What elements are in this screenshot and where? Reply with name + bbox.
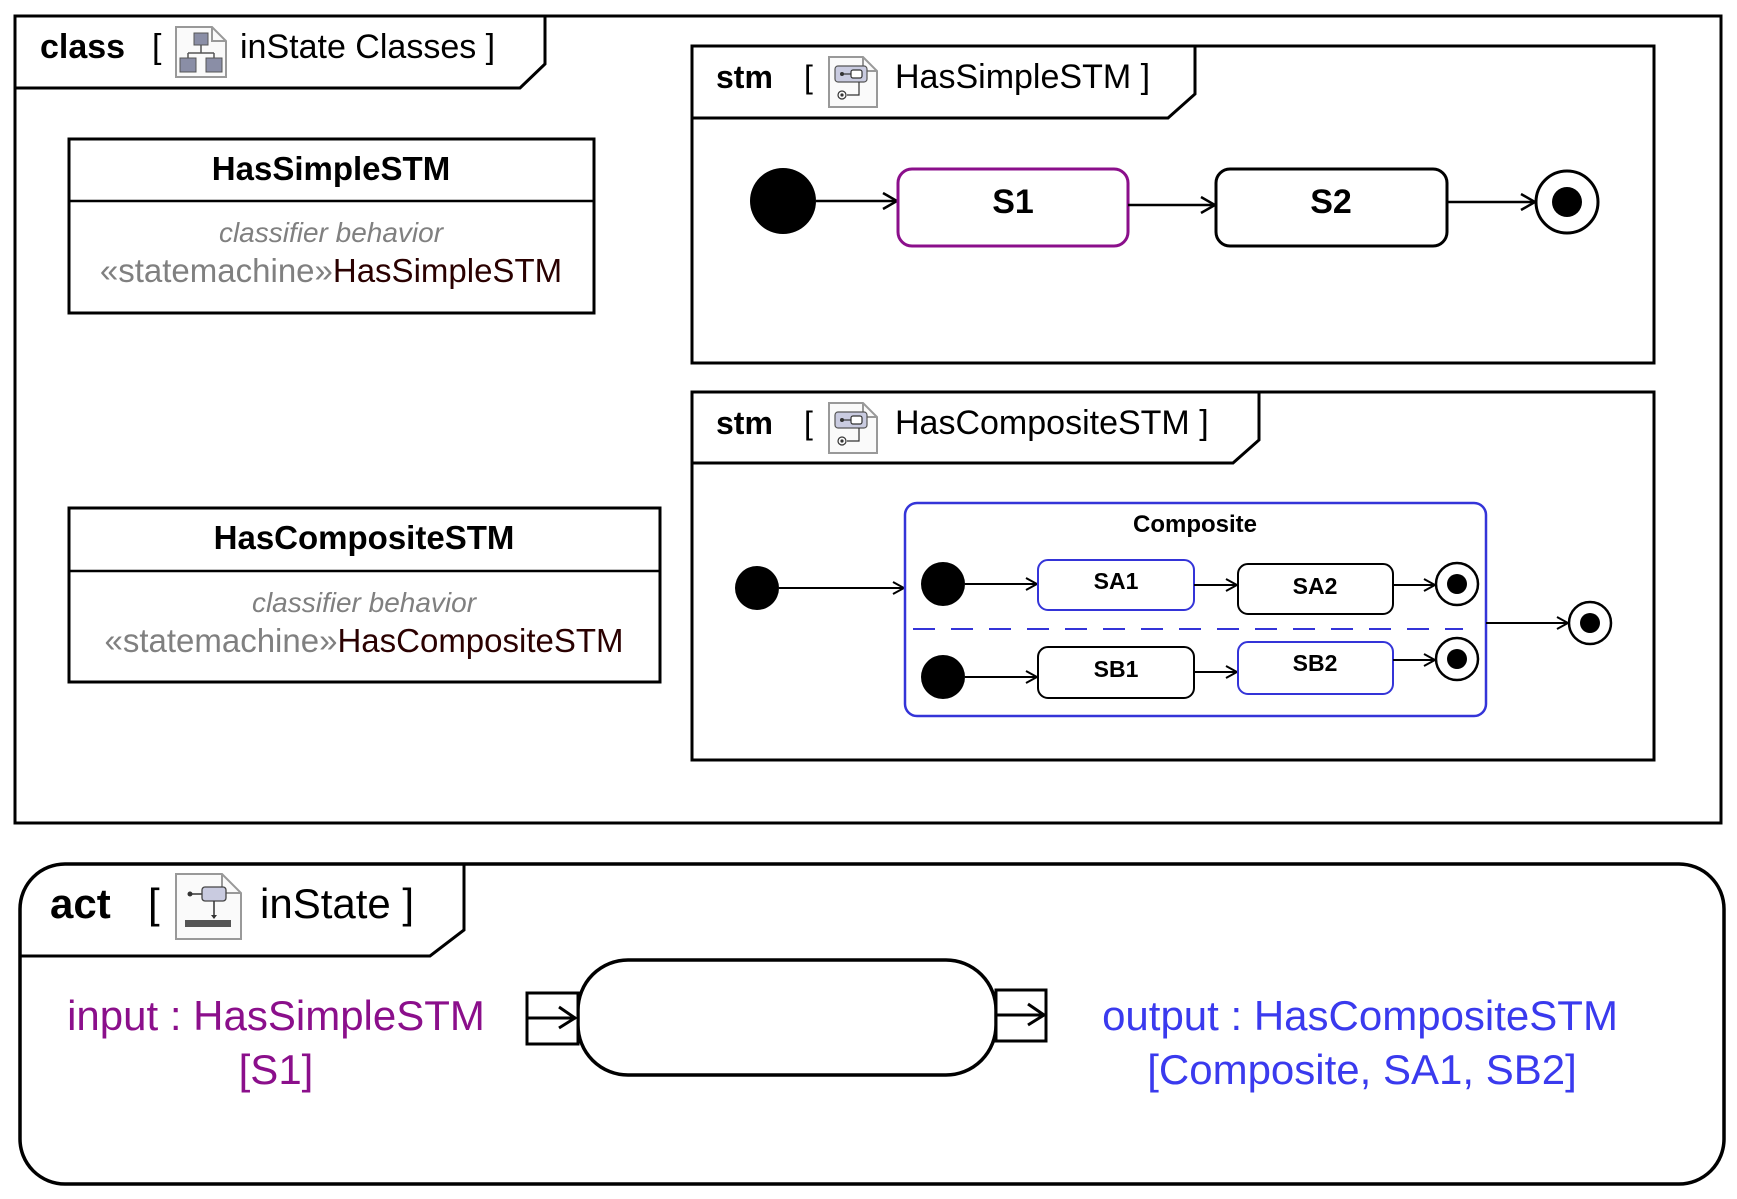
composite-stm-frame: stm [ HasCompositeSTM ] Composite SA1 bbox=[690, 390, 1656, 762]
composite-stm-tab bbox=[692, 392, 1261, 465]
outer-initial-pseudostate bbox=[735, 566, 779, 610]
composite-state[interactable]: Composite bbox=[903, 501, 1488, 718]
region-a-final bbox=[1434, 561, 1480, 607]
state-name: S1 bbox=[992, 183, 1034, 221]
classifier-behavior: «statemachine»HasSimpleSTM bbox=[100, 252, 562, 289]
state-sa2[interactable]: SA2 bbox=[1237, 563, 1394, 615]
outer-final-state bbox=[1567, 600, 1613, 646]
state-s2[interactable]: S2 bbox=[1214, 167, 1449, 248]
output-pin-label: output : HasCompositeSTM bbox=[1102, 992, 1618, 1039]
simple-stm-kind: stm bbox=[716, 59, 773, 95]
initial-pseudostate bbox=[750, 168, 816, 234]
input-pin-states: [S1] bbox=[239, 1046, 314, 1093]
region-b-initial bbox=[921, 655, 965, 699]
region-b-final bbox=[1434, 636, 1480, 682]
state-sb2[interactable]: SB2 bbox=[1237, 641, 1394, 695]
state-name: SB1 bbox=[1094, 656, 1139, 682]
compartment-label: classifier behavior bbox=[219, 217, 445, 248]
composite-stm-kind: stm bbox=[716, 405, 773, 441]
activity-open-bracket: [ bbox=[148, 880, 160, 927]
class-name: HasSimpleSTM bbox=[212, 150, 450, 187]
class-frame-kind: class bbox=[40, 28, 125, 66]
class-frame-name: inState Classes ] bbox=[240, 28, 495, 66]
state-s1[interactable]: S1 bbox=[896, 167, 1130, 248]
output-pin[interactable] bbox=[994, 988, 1048, 1043]
activity-frame-tab bbox=[20, 864, 466, 958]
activity-kind: act bbox=[50, 880, 111, 927]
state-sb1[interactable]: SB1 bbox=[1037, 646, 1195, 699]
class-frame-open-bracket: [ bbox=[152, 28, 162, 66]
class-box-has-simple-stm[interactable]: HasSimpleSTM classifier behavior «statem… bbox=[67, 137, 596, 315]
class-frame-border bbox=[13, 14, 1723, 825]
class-diagram-icon bbox=[175, 26, 227, 78]
class-name: HasCompositeSTM bbox=[214, 519, 515, 556]
region-a-initial bbox=[921, 562, 965, 606]
state-name: S2 bbox=[1310, 183, 1352, 221]
compartment-label: classifier behavior bbox=[252, 587, 478, 618]
input-pin[interactable] bbox=[525, 991, 580, 1046]
input-pin-label: input : HasSimpleSTM bbox=[67, 992, 485, 1039]
composite-stm-open-bracket: [ bbox=[804, 405, 813, 441]
class-box-has-composite-stm[interactable]: HasCompositeSTM classifier behavior «sta… bbox=[67, 506, 662, 684]
state-machine-icon bbox=[828, 402, 878, 454]
state-name: SB2 bbox=[1293, 650, 1338, 676]
simple-stm-tab bbox=[692, 46, 1197, 120]
activity-name: inState ] bbox=[260, 880, 414, 927]
output-pin-states: [Composite, SA1, SB2] bbox=[1147, 1046, 1577, 1093]
activity-frame: act [ inState ] input : HasSimpleSTM bbox=[18, 862, 1726, 1186]
state-name: SA2 bbox=[1293, 573, 1338, 599]
simple-stm-frame: stm [ HasSimpleSTM ] S1 S2 bbox=[690, 44, 1656, 365]
composite-stm-name: HasCompositeSTM ] bbox=[895, 404, 1209, 442]
composite-state-name: Composite bbox=[1133, 511, 1257, 538]
simple-stm-open-bracket: [ bbox=[804, 59, 813, 95]
activity-diagram-icon bbox=[175, 873, 242, 940]
class-diagram-frame: class [ inState Classes ] HasSimpleSTM c… bbox=[13, 14, 1723, 825]
state-machine-icon bbox=[828, 56, 878, 108]
simple-stm-name: HasSimpleSTM ] bbox=[895, 58, 1150, 96]
class-frame-tab bbox=[15, 16, 547, 90]
final-state bbox=[1534, 169, 1600, 235]
classifier-behavior: «statemachine»HasCompositeSTM bbox=[104, 622, 623, 659]
action-node[interactable] bbox=[576, 958, 998, 1077]
state-name: SA1 bbox=[1094, 568, 1139, 594]
state-sa1[interactable]: SA1 bbox=[1037, 559, 1195, 611]
